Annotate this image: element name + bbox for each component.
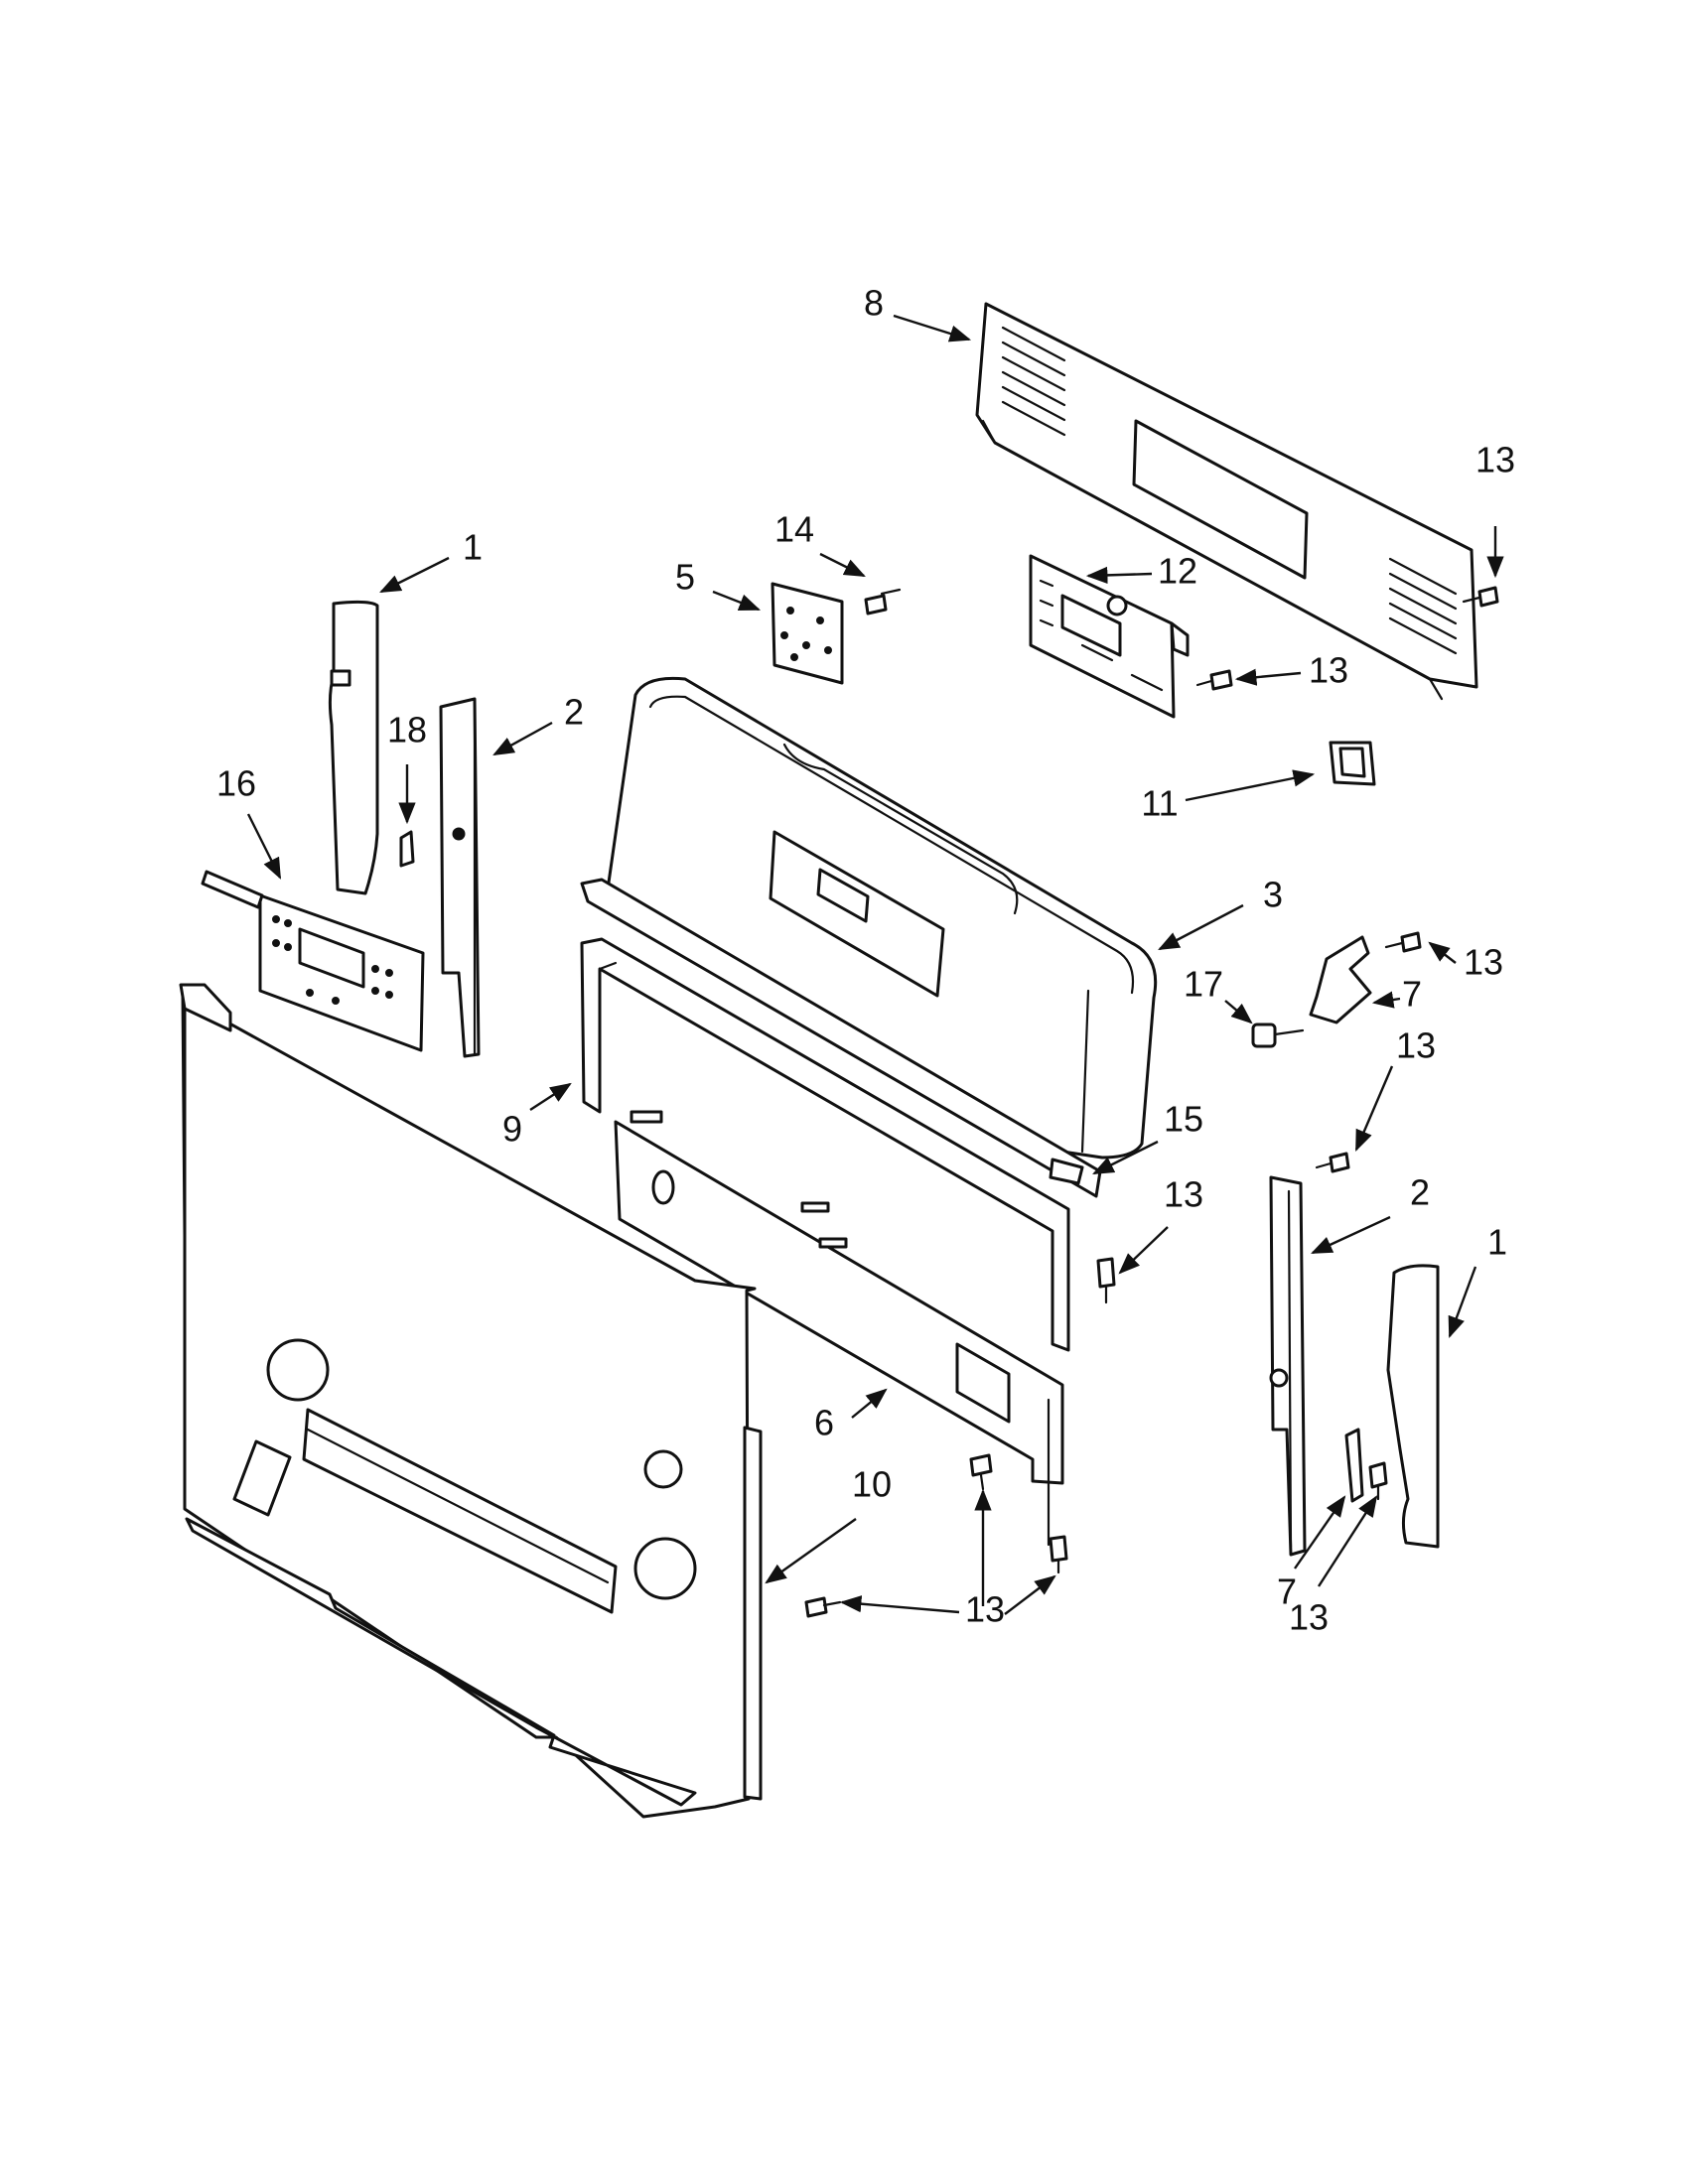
callout-14: 14 — [774, 509, 814, 550]
part-2-right-bracket — [1269, 1175, 1307, 1557]
screw-13-channel — [1096, 1257, 1116, 1304]
callout-7: 7 — [1402, 974, 1422, 1015]
callout-13: 13 — [1289, 1597, 1329, 1638]
part-9-channel — [580, 878, 1102, 1352]
part-3-control-panel — [606, 676, 1158, 1160]
screw-13-bracket — [1384, 931, 1422, 953]
callout-10: 10 — [852, 1464, 892, 1505]
callout-5: 5 — [675, 557, 695, 598]
callout-3: 3 — [1263, 875, 1283, 915]
part-7-lower-clip — [1344, 1428, 1364, 1503]
callout-8: 8 — [864, 283, 884, 324]
screw-14 — [864, 588, 902, 615]
part-16-touchpad — [201, 870, 425, 1052]
screw-13-top-right — [1462, 586, 1499, 608]
callout-7: 7 — [1277, 1571, 1297, 1612]
callout-2: 2 — [1410, 1172, 1430, 1213]
callout-12: 12 — [1158, 551, 1197, 592]
screw-13-wrapper — [969, 1453, 993, 1491]
callout-leaders — [246, 314, 1504, 1615]
callout-13: 13 — [1396, 1025, 1436, 1066]
callout-13: 13 — [1309, 650, 1348, 691]
part-18-clip — [399, 830, 415, 868]
part-10-rear-panel — [179, 983, 763, 1819]
part-6-wrapper — [614, 1120, 1064, 1547]
part-1-left-side-trim — [328, 600, 379, 895]
callout-13: 13 — [1464, 942, 1503, 983]
callout-6: 6 — [814, 1403, 834, 1443]
part-2-left-bracket — [439, 697, 481, 1058]
callout-17: 17 — [1184, 964, 1223, 1005]
callout-1: 1 — [463, 527, 483, 568]
part-1-right-side-trim — [1386, 1264, 1440, 1549]
screw-13-right-bracket — [1315, 1152, 1350, 1173]
part-11-clip — [1329, 741, 1376, 786]
callout-9: 9 — [502, 1109, 522, 1150]
part-5-switch-board — [771, 582, 844, 685]
part-12-control-board — [1029, 554, 1190, 719]
screw-13-right-side — [1368, 1461, 1388, 1501]
callout-13: 13 — [1475, 440, 1515, 480]
callout-2: 2 — [564, 692, 584, 733]
callout-labels: 8 13 1 14 5 12 13 2 18 16 11 3 13 17 7 9… — [216, 283, 1515, 1638]
part-7-upper-bracket — [1309, 935, 1372, 1024]
callout-11: 11 — [1141, 783, 1178, 824]
screw-13-rear-panel — [804, 1596, 842, 1618]
callout-16: 16 — [216, 763, 256, 804]
part-17-knob — [1251, 1023, 1305, 1048]
part-15-clip — [1049, 1158, 1084, 1185]
screw-13-board — [1195, 669, 1233, 691]
part-8-rear-trim — [975, 302, 1478, 701]
callout-13: 13 — [1164, 1174, 1203, 1215]
callout-13: 13 — [965, 1589, 1005, 1630]
callout-15: 15 — [1164, 1099, 1203, 1140]
callout-1: 1 — [1487, 1222, 1507, 1263]
callout-18: 18 — [387, 710, 427, 751]
screw-13-bottom-center — [1049, 1535, 1068, 1574]
